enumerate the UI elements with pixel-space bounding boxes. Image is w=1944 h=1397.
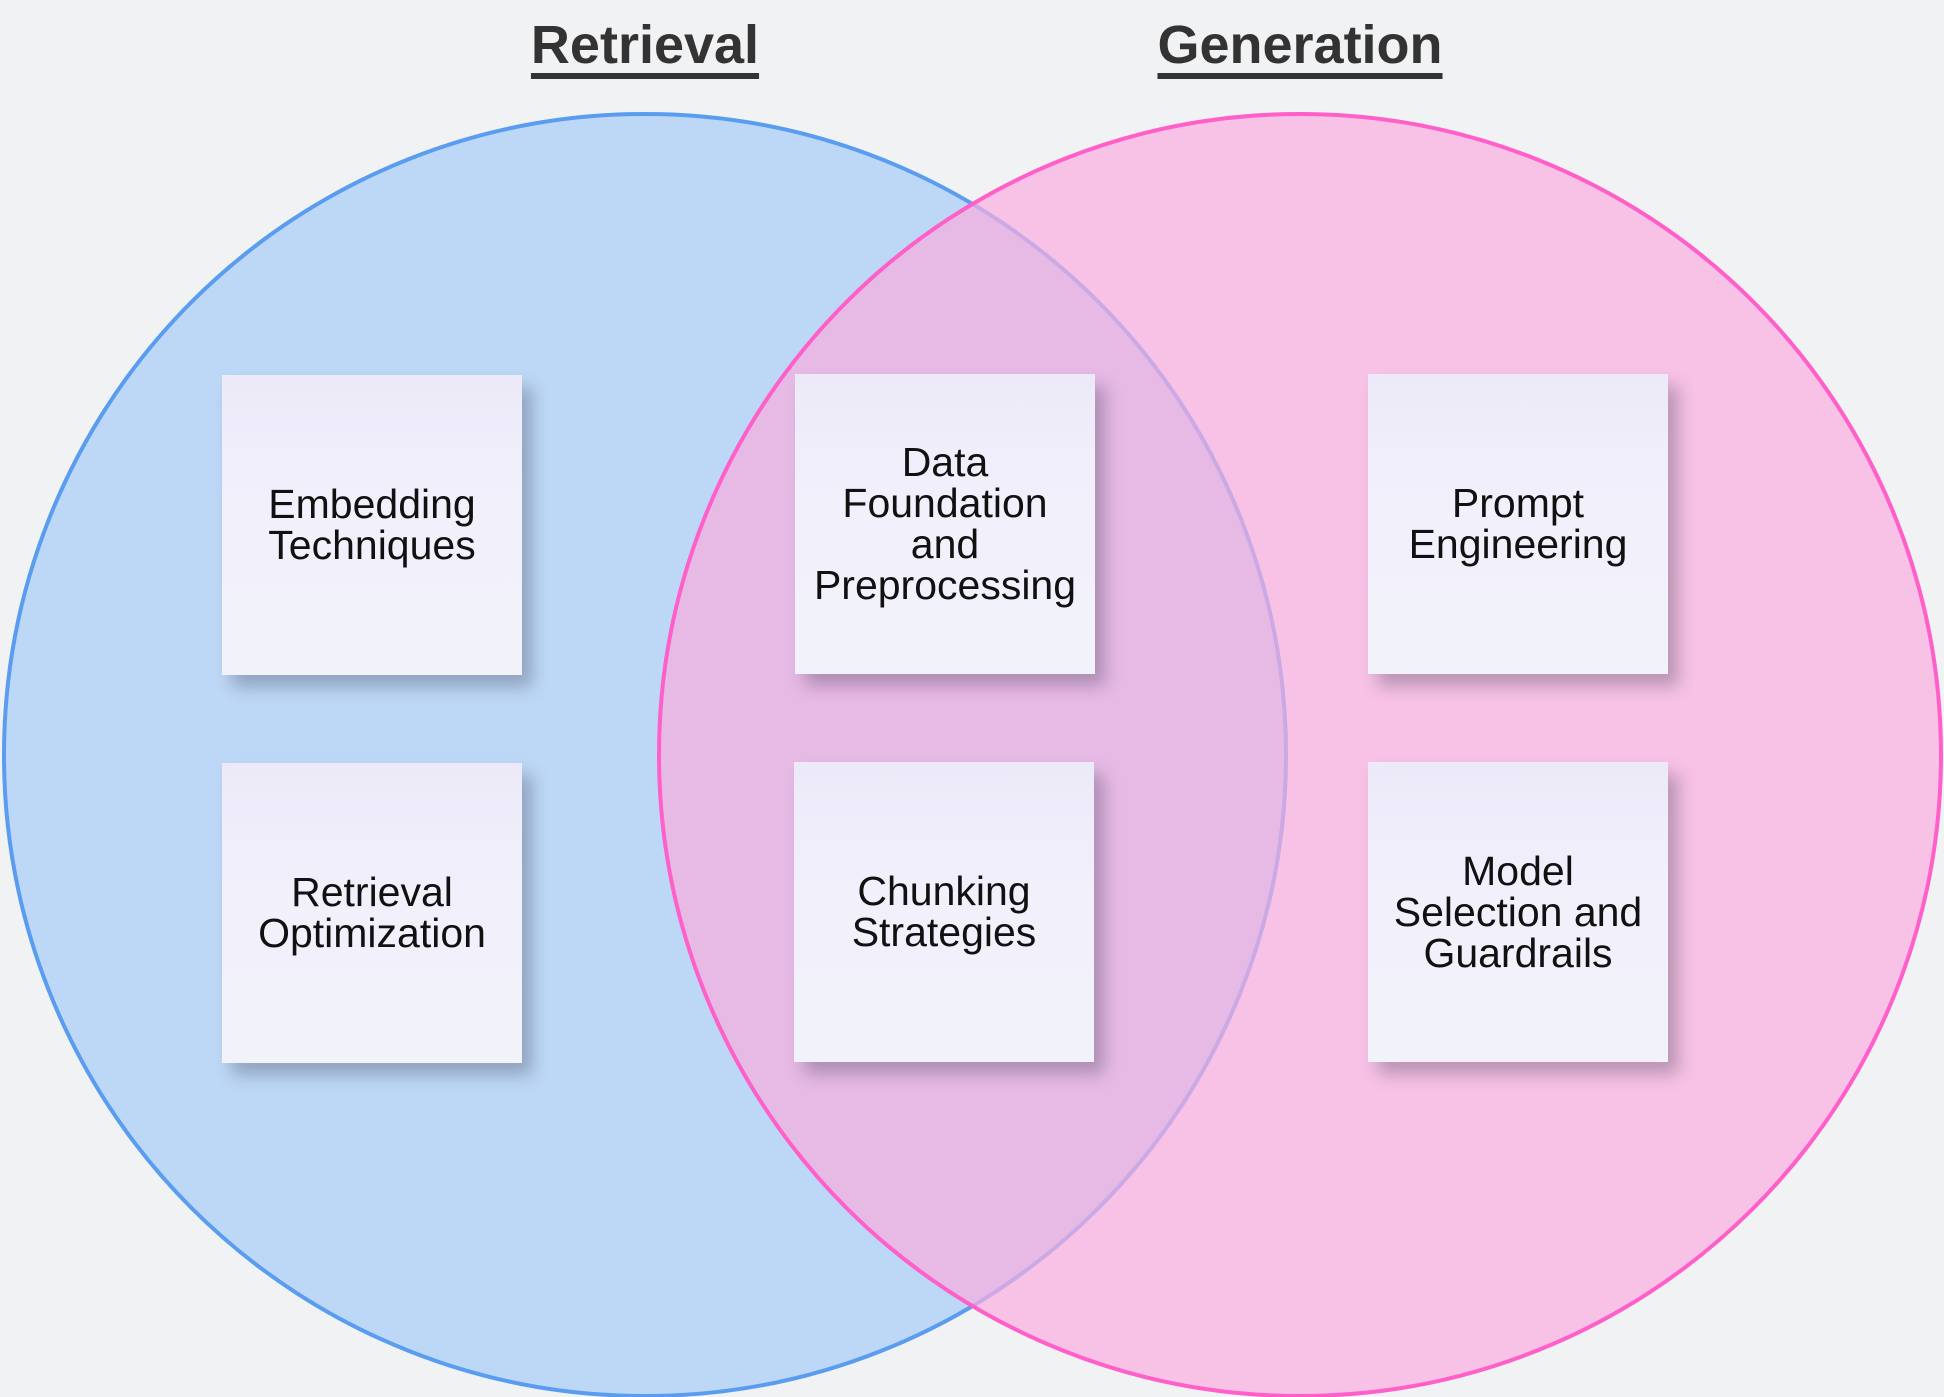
card-data-foundation-and-preprocessing[interactable]: Data Foundation and Preprocessing	[795, 374, 1095, 674]
card-label: Prompt Engineering	[1408, 480, 1628, 567]
set-title-generation: Generation	[1157, 15, 1443, 75]
card-label: Chunking Strategies	[851, 868, 1037, 955]
venn-circle-generation[interactable]	[657, 112, 1943, 1397]
card-label: Embedding Techniques	[268, 481, 476, 568]
card-chunking-strategies[interactable]: Chunking Strategies	[794, 762, 1094, 1062]
card-prompt-engineering[interactable]: Prompt Engineering	[1368, 374, 1668, 674]
card-retrieval-optimization[interactable]: Retrieval Optimization	[222, 763, 522, 1063]
card-embedding-techniques[interactable]: Embedding Techniques	[222, 375, 522, 675]
card-label: Model Selection and Guardrails	[1393, 847, 1643, 976]
card-label: Data Foundation and Preprocessing	[813, 439, 1077, 608]
card-model-selection-and-guardrails[interactable]: Model Selection and Guardrails	[1368, 762, 1668, 1062]
card-label: Retrieval Optimization	[258, 869, 486, 956]
set-title-retrieval: Retrieval	[530, 15, 760, 75]
